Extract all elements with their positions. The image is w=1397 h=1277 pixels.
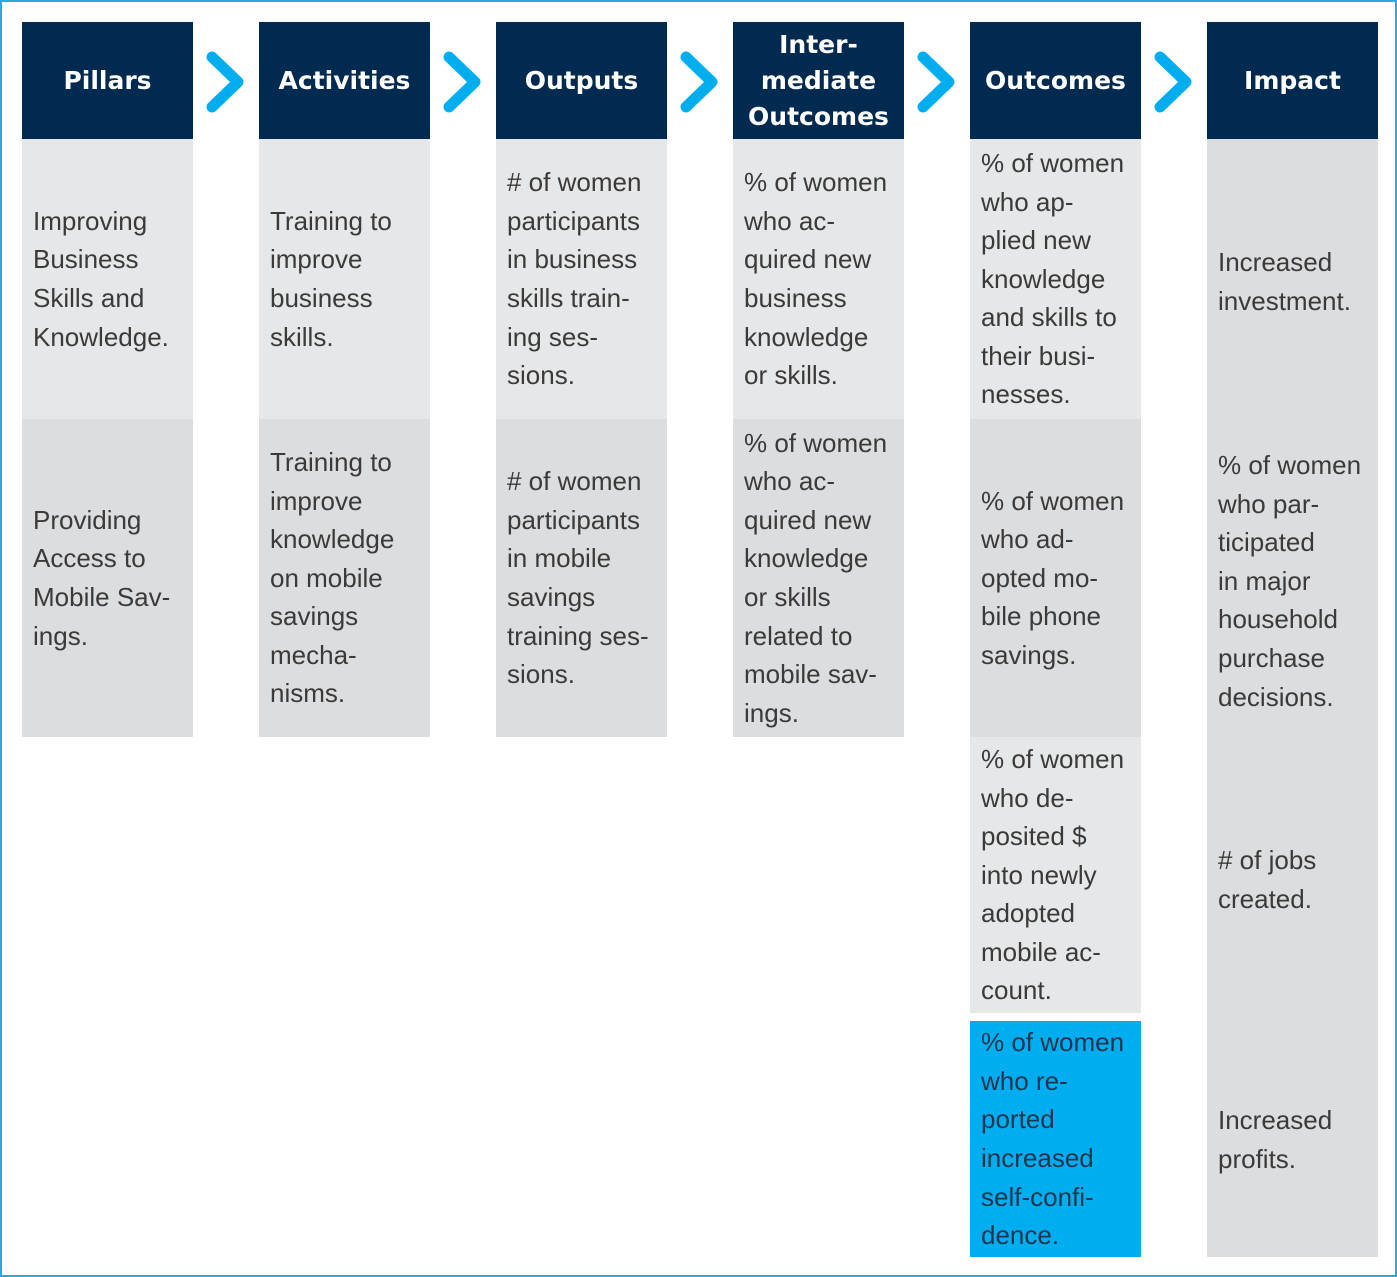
header-activities: Activities xyxy=(259,22,430,139)
chevron-right-icon xyxy=(1154,51,1192,113)
intermediate-outcome-text: % of women who ac- quired new business k… xyxy=(744,167,888,391)
output-cell: # of women participants in business skil… xyxy=(496,139,667,419)
outcome-cell: % of women who de- posited $ into newly … xyxy=(970,737,1141,1013)
header-outcomes-label: Outcomes xyxy=(985,65,1126,95)
chevron-right-icon xyxy=(680,51,718,113)
header-intermediate-outcomes-label: Inter- mediate Outcomes xyxy=(748,29,889,131)
header-outputs: Outputs xyxy=(496,22,667,139)
chevron-right-icon xyxy=(443,51,481,113)
pillar-cell: Improving Business Skills and Knowledge. xyxy=(22,139,193,419)
output-text: # of women participants in business skil… xyxy=(507,167,642,391)
pillar-cell: Providing Access to Mobile Sav- ings. xyxy=(22,419,193,737)
header-outputs-label: Outputs xyxy=(524,65,639,95)
outcome-cell: % of women who ap- plied new knowledge a… xyxy=(970,139,1141,419)
intermediate-outcome-cell: % of women who ac- quired new business k… xyxy=(733,139,904,419)
output-cell: # of women participants in mobile saving… xyxy=(496,419,667,737)
header-pillars: Pillars xyxy=(22,22,193,139)
output-text: # of women participants in mobile saving… xyxy=(507,466,649,690)
activity-cell: Training to improve knowledge on mobile … xyxy=(259,419,430,737)
activity-text: Training to improve business skills. xyxy=(270,205,392,352)
outcome-cell-highlighted: % of women who re- ported increased self… xyxy=(970,1021,1141,1257)
impact-text: Increased investment. xyxy=(1218,247,1351,316)
chevron-right-icon xyxy=(917,51,955,113)
pillar-text: Improving Business Skills and Knowledge. xyxy=(33,205,169,352)
pillar-text: Providing Access to Mobile Sav- ings. xyxy=(33,504,171,651)
intermediate-outcome-text: % of women who ac- quired new knowledge … xyxy=(744,427,888,728)
outcome-text: % of women who re- ported increased self… xyxy=(981,1027,1125,1251)
impact-column: Increased investment. % of women who par… xyxy=(1207,139,1378,1257)
header-outcomes: Outcomes xyxy=(970,22,1141,139)
impact-text: Increased profits. xyxy=(1218,1105,1333,1174)
outcome-text: % of women who de- posited $ into newly … xyxy=(981,743,1125,1006)
chevron-right-icon xyxy=(206,51,244,113)
header-impact-label: Impact xyxy=(1244,65,1341,95)
outcome-text: % of women who ad- opted mo- bile phone … xyxy=(981,485,1125,670)
activity-cell: Training to improve business skills. xyxy=(259,139,430,419)
header-intermediate-outcomes: Inter- mediate Outcomes xyxy=(733,22,904,139)
activity-text: Training to improve knowledge on mobile … xyxy=(270,446,395,709)
impact-text: # of jobs created. xyxy=(1218,845,1317,914)
outcome-text: % of women who ap- plied new knowledge a… xyxy=(981,147,1125,410)
header-impact: Impact xyxy=(1207,22,1378,139)
impact-text: % of women who par- ticipated in major h… xyxy=(1218,450,1362,712)
intermediate-outcome-cell: % of women who ac- quired new knowledge … xyxy=(733,419,904,737)
outcome-cell: % of women who ad- opted mo- bile phone … xyxy=(970,419,1141,737)
header-activities-label: Activities xyxy=(278,65,411,95)
header-pillars-label: Pillars xyxy=(63,65,152,95)
